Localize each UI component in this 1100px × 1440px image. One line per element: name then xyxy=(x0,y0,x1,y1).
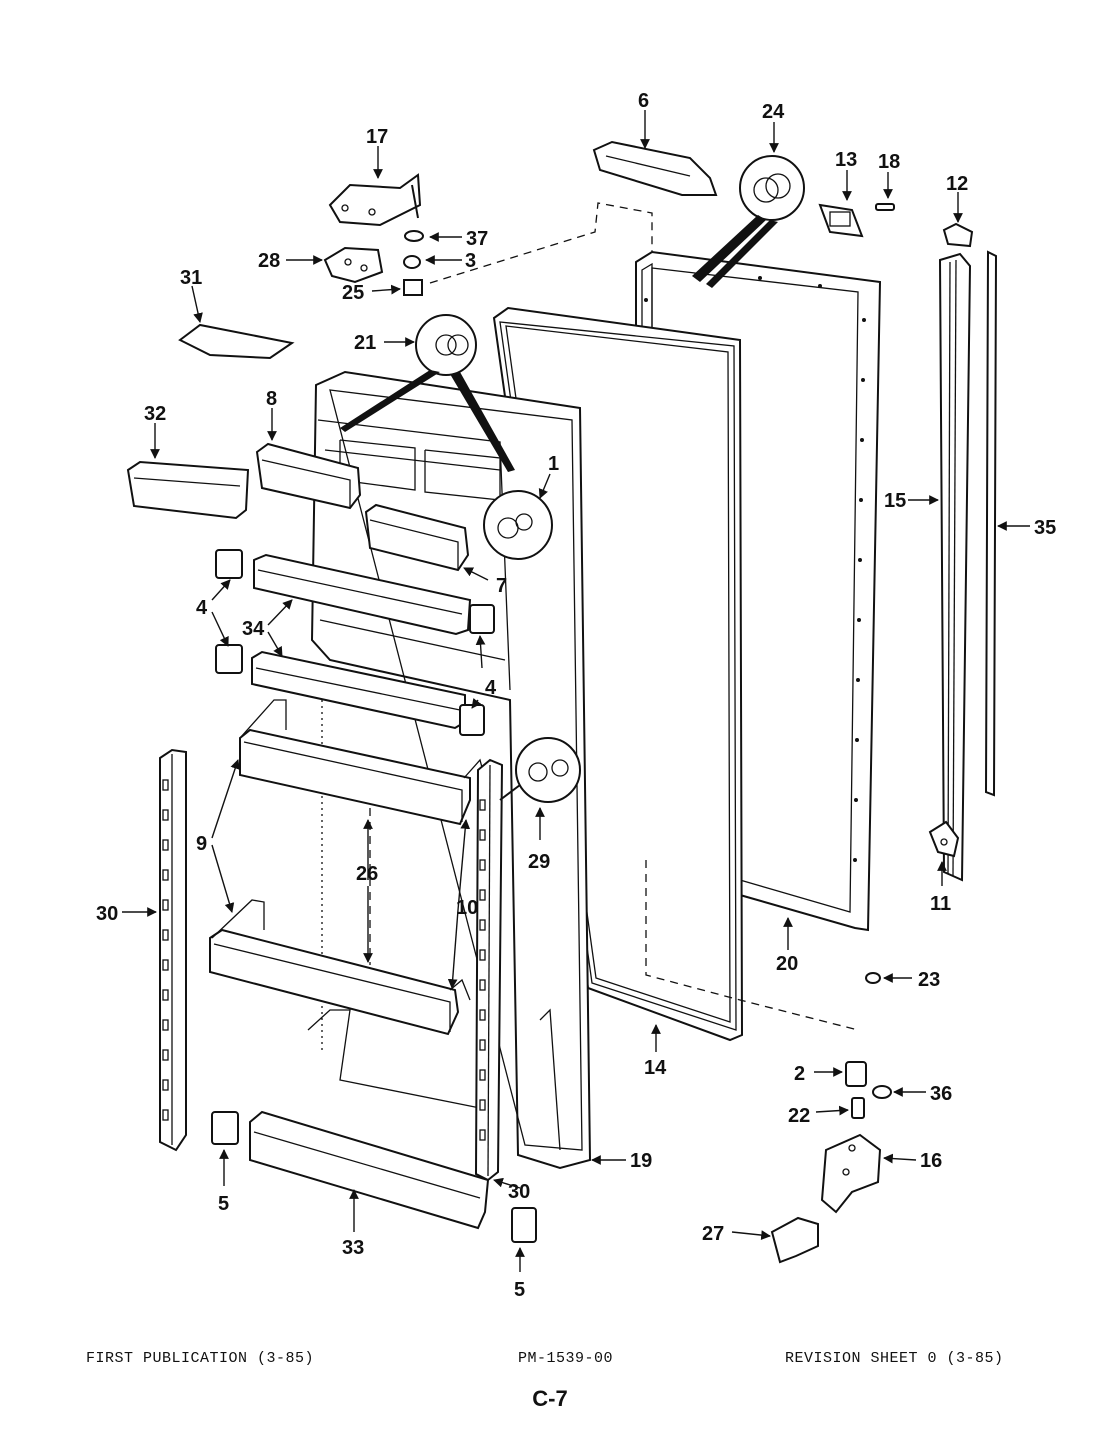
callout-13: 13 xyxy=(835,149,857,171)
detail-bubble-1 xyxy=(483,490,553,560)
callout-4-left: 4 xyxy=(196,597,208,619)
callout-30-right: 30 xyxy=(508,1181,530,1203)
callout-29: 29 xyxy=(528,851,550,873)
plug-23 xyxy=(865,972,881,984)
callout-5-left: 5 xyxy=(218,1193,229,1215)
callout-35: 35 xyxy=(1034,517,1056,539)
callout-27: 27 xyxy=(702,1223,724,1245)
plate-28 xyxy=(323,246,384,284)
footer-first-publication: FIRST PUBLICATION (3-85) xyxy=(86,1350,315,1367)
callout-22: 22 xyxy=(788,1105,810,1127)
washer-36 xyxy=(872,1085,892,1099)
callout-17: 17 xyxy=(366,126,388,148)
callout-37: 37 xyxy=(466,228,488,250)
tray-32 xyxy=(126,460,250,520)
callout-9: 9 xyxy=(196,833,207,855)
footer-part-number: PM-1539-00 xyxy=(518,1350,614,1367)
callout-30-left: 30 xyxy=(96,903,118,925)
cover-31 xyxy=(178,323,295,360)
bracket-12 xyxy=(942,222,974,248)
callout-14: 14 xyxy=(644,1057,667,1079)
small-parts-37-3-25 xyxy=(403,230,424,296)
bracket-27 xyxy=(770,1216,819,1264)
rail-30-right xyxy=(474,758,504,1182)
plate-13 xyxy=(818,203,864,238)
clips xyxy=(211,549,537,1243)
callout-32: 32 xyxy=(144,403,166,425)
door-bin-9-lower xyxy=(209,899,471,1036)
hinge-16 xyxy=(820,1133,882,1214)
callout-33: 33 xyxy=(342,1237,364,1259)
pin-22 xyxy=(851,1097,865,1119)
callout-12: 12 xyxy=(946,173,968,195)
callout-8: 8 xyxy=(266,388,277,410)
pin-18 xyxy=(875,203,895,211)
callout-6: 6 xyxy=(638,90,649,112)
leader-lines xyxy=(122,110,1030,1272)
callout-28: 28 xyxy=(258,250,280,272)
callout-16: 16 xyxy=(920,1150,942,1172)
callout-21: 21 xyxy=(354,332,376,354)
callout-4-right: 4 xyxy=(485,677,497,699)
strip-35 xyxy=(984,250,998,797)
callout-36: 36 xyxy=(930,1083,952,1105)
detail-bubble-24 xyxy=(692,155,805,288)
callout-10: 10 xyxy=(456,897,478,919)
callout-31: 31 xyxy=(180,267,202,289)
callout-1: 1 xyxy=(548,453,559,475)
dashed-guides xyxy=(369,202,859,1031)
shelf-7 xyxy=(364,503,470,572)
door-bin-9-upper xyxy=(239,699,489,826)
bottom-bar-33 xyxy=(249,1110,490,1230)
shelf-8 xyxy=(255,442,362,510)
callout-numbers: 1 2 3 4 4 5 5 6 7 8 9 10 11 12 13 14 15 … xyxy=(96,90,1056,1301)
detail-bubble-29 xyxy=(499,737,581,803)
callout-19: 19 xyxy=(630,1150,652,1172)
hinge-17 xyxy=(328,173,422,227)
bracket-11 xyxy=(928,820,960,858)
door-bar-34-upper xyxy=(253,553,472,636)
callout-25: 25 xyxy=(342,282,364,304)
callout-3: 3 xyxy=(465,250,476,272)
callout-15: 15 xyxy=(884,490,906,512)
callout-34: 34 xyxy=(242,618,265,640)
callout-11: 11 xyxy=(930,893,951,915)
callout-5-right: 5 xyxy=(514,1279,525,1301)
callout-24: 24 xyxy=(762,101,785,123)
callout-7: 7 xyxy=(496,575,507,597)
callout-18: 18 xyxy=(878,151,900,173)
bushing-2 xyxy=(845,1061,867,1087)
callout-23: 23 xyxy=(918,969,940,991)
callout-2: 2 xyxy=(794,1063,805,1085)
callout-26: 26 xyxy=(356,863,378,885)
footer-revision: REVISION SHEET 0 (3-85) xyxy=(785,1350,1004,1367)
page-number: C-7 xyxy=(532,1386,568,1411)
bracket-6 xyxy=(592,140,718,196)
rail-30-left xyxy=(159,748,187,1152)
callout-20: 20 xyxy=(776,953,798,975)
strip-15 xyxy=(938,252,972,882)
detail-bubble-21 xyxy=(340,314,515,472)
